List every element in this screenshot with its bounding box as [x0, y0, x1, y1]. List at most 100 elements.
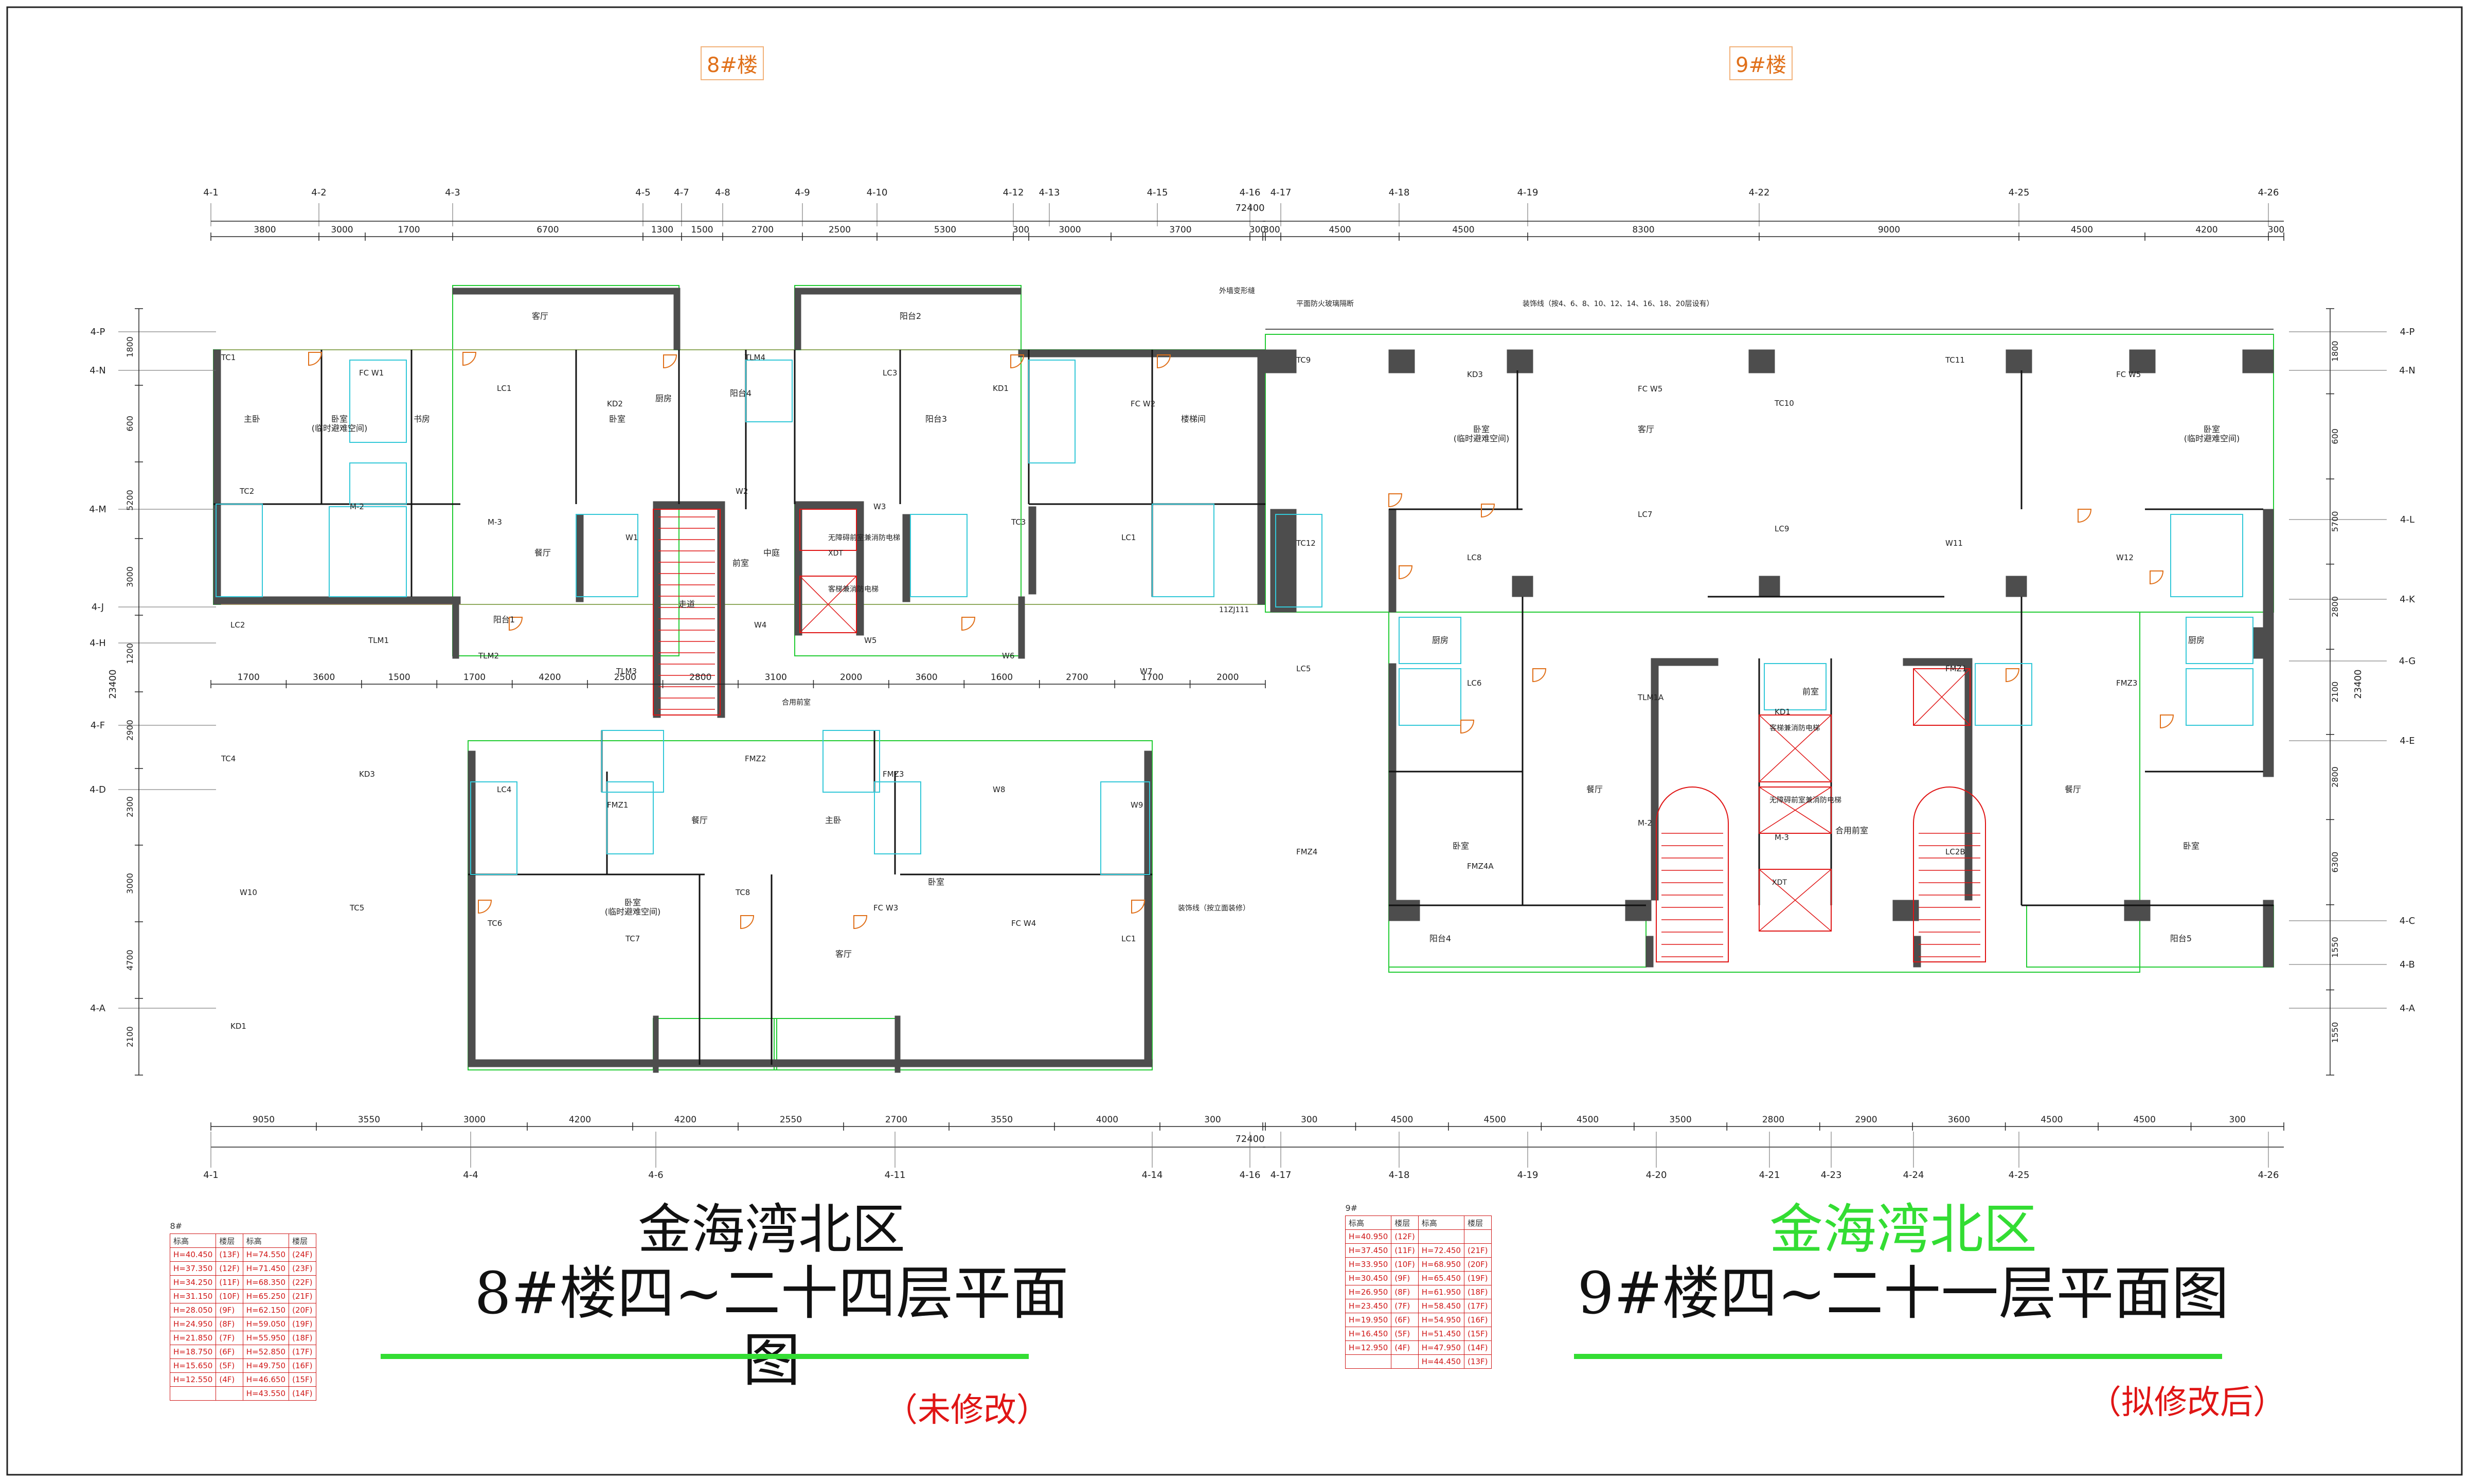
axis-label: 4-M: [89, 504, 106, 515]
right-room-label: 餐厅: [1586, 784, 1603, 794]
table-cell: (18F): [289, 1331, 316, 1345]
left-vert-dim-text: 1200: [125, 643, 135, 664]
table-cell: H=68.350: [242, 1275, 290, 1290]
axis-label: 4-14: [1142, 1170, 1163, 1181]
right-fixture-1: [1399, 617, 1461, 664]
right-room-label: 卧室: [2204, 424, 2220, 434]
left-wall-8: [452, 596, 459, 659]
left-room-label: 中庭: [763, 548, 780, 558]
right-room-label: 客厅: [1638, 424, 1654, 434]
left-south-wing-green: [468, 740, 1153, 1070]
axis-label: 4-22: [1749, 187, 1770, 198]
left-top-dim-text: 300: [1013, 225, 1029, 235]
axis-label: 4-C: [2400, 916, 2416, 926]
table-cell: H=34.250: [169, 1275, 217, 1290]
table-row: H=12.950(4F)H=47.950(14F): [1345, 1340, 1492, 1355]
right-wall-19: [1388, 900, 1420, 921]
right-bottom-dim-text: 4500: [2041, 1115, 2063, 1125]
right-wall-2: [1507, 349, 1533, 373]
left-mid-dim-text: 2000: [840, 672, 862, 683]
table-cell: (23F): [289, 1261, 316, 1276]
axis-label: 4-11: [885, 1170, 906, 1181]
left-mid-dim-text: 3100: [765, 672, 787, 683]
left-plan-title-line2: 8#楼四~二十四层平面图: [474, 1260, 1069, 1394]
left-bottom-dim-text: 2700: [885, 1115, 907, 1125]
left-element-label: TC6: [487, 919, 502, 928]
right-vert-dim-text: 600: [2330, 428, 2340, 444]
left-element-label: W8: [993, 785, 1005, 794]
left-door-10: [853, 915, 868, 929]
table-cell: H=61.950: [1418, 1285, 1465, 1299]
left-wall-3: [673, 288, 681, 350]
left-wall-21: [576, 514, 584, 602]
table-cell: 标高: [1418, 1215, 1465, 1230]
right-top-dim-text: 9000: [1878, 225, 1900, 235]
table-row: H=37.350(12F)H=71.450(23F): [169, 1261, 316, 1276]
axis-label: 4-D: [90, 784, 106, 795]
left-room-label: 阳台2: [900, 311, 921, 321]
left-wall-0: [213, 349, 221, 605]
left-element-label: FMZ1: [607, 800, 628, 810]
table-cell: H=43.550: [242, 1386, 290, 1401]
axis-label: 4-15: [1147, 187, 1168, 198]
left-vert-dim-text: 3000: [125, 873, 135, 894]
right-elevator-3: [1913, 668, 1971, 726]
left-note: 装饰线（按立面装修）: [1178, 904, 1250, 913]
table-cell: (13F): [1464, 1354, 1492, 1369]
left-vert-dim-text: 4700: [125, 950, 135, 971]
left-mid-dim-text: 1700: [238, 672, 260, 683]
right-door-1: [1481, 504, 1495, 518]
axis-label: 4-6: [648, 1170, 663, 1181]
table-cell: H=65.450: [1418, 1271, 1465, 1285]
table-cell: (5F): [1391, 1327, 1419, 1341]
right-element-label: LC9: [1775, 524, 1789, 533]
table-cell: H=46.650: [242, 1372, 290, 1387]
left-room-label: 主卧: [825, 815, 842, 825]
axis-label: 4-9: [795, 187, 810, 198]
overall-dim-top: 72400: [1235, 203, 1264, 213]
axis-label: 4-13: [1039, 187, 1060, 198]
table-cell: (12F): [1391, 1229, 1419, 1244]
table-cell: (7F): [1391, 1299, 1419, 1313]
left-fixture-6: [1152, 504, 1214, 597]
right-elevator-x: [1759, 786, 1832, 834]
left-bottom-dim-text: 9050: [253, 1115, 275, 1125]
left-wall-6: [1018, 349, 1266, 357]
right-fixture-0: [1275, 514, 1322, 607]
left-element-label: W9: [1131, 800, 1143, 810]
right-room-label: 阳台4: [1429, 934, 1451, 943]
left-element-label: TLM2: [478, 651, 499, 660]
table-cell: 标高: [169, 1233, 217, 1248]
left-mid-dim-text: 2500: [614, 672, 636, 683]
axis-label: 4-12: [1003, 187, 1024, 198]
axis-label: 4-26: [2258, 1170, 2279, 1181]
axis-label: 4-A: [90, 1003, 106, 1014]
table-cell: H=26.950: [1345, 1285, 1392, 1299]
left-top-dim-text: 6700: [536, 225, 559, 235]
right-door-5: [2160, 714, 2174, 729]
right-bottom-dim-text: 4500: [1484, 1115, 1506, 1125]
right-wall-17: [1964, 658, 1973, 901]
table-cell: H=59.050: [242, 1317, 290, 1331]
axis-label: 4-23: [1821, 1170, 1842, 1181]
right-elevator-x: [1759, 869, 1832, 932]
right-wall-13: [2006, 576, 2027, 597]
right-element-label: TC10: [1774, 399, 1794, 408]
left-element-label: FC W1: [359, 368, 384, 378]
left-top-dim-text: 300: [1249, 225, 1266, 235]
table-row: H=33.950(10F)H=68.950(20F): [1345, 1257, 1492, 1272]
table-cell: (19F): [289, 1317, 316, 1331]
right-bottom-dim-text: 2800: [1762, 1115, 1784, 1125]
table-cell: (13F): [216, 1247, 243, 1262]
left-wall-19: [653, 501, 661, 718]
left-wall-5: [794, 288, 801, 350]
right-vert-dim-text: 2800: [2330, 766, 2340, 788]
table-cell: H=16.450: [1345, 1327, 1392, 1341]
table-cell: (16F): [289, 1358, 316, 1373]
left-bottom-dim-text: 2550: [780, 1115, 802, 1125]
table-header-row: 标高楼层标高楼层: [169, 1233, 316, 1248]
axis-label: 4-19: [1517, 1170, 1538, 1181]
right-element-label: LC6: [1467, 678, 1481, 688]
right-note: 客梯兼消防电梯: [1769, 724, 1820, 732]
